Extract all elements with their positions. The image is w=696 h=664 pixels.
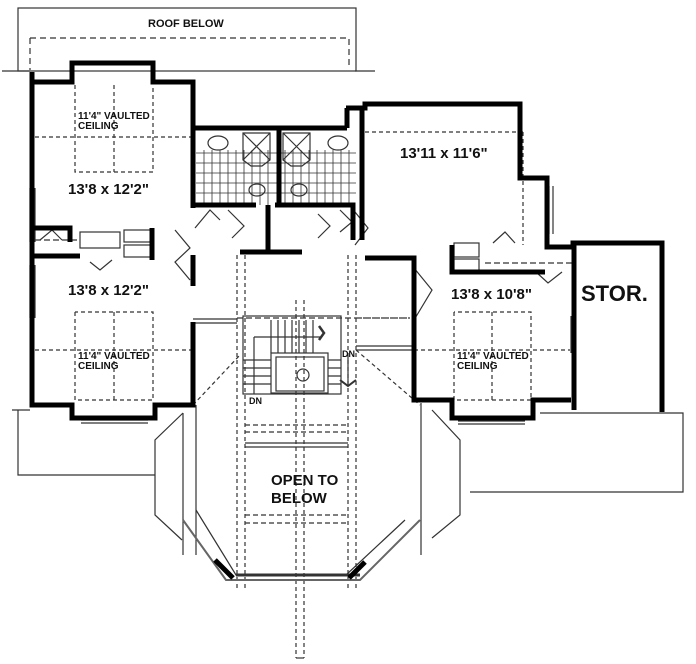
stairs-down-label-right: DN — [342, 349, 355, 359]
open-to-below-label: OPEN TO BELOW — [271, 472, 339, 507]
storage-label: STOR. — [581, 281, 648, 306]
roof-below-outline — [17, 7, 357, 72]
room-dimension-ne: 13'11 x 11'6" — [400, 145, 488, 162]
room-dimension-se: 13'8 x 10'8" — [451, 286, 532, 303]
vaulted-ceiling-label-sw: 11'4" VAULTED CEILING — [78, 351, 150, 372]
vaulted-ceiling-label-nw: 11'4" VAULTED CEILING — [78, 111, 150, 132]
vaulted-ceiling-label-se: 11'4" VAULTED CEILING — [457, 351, 529, 372]
room-dimension-nw: 13'8 x 12'2" — [68, 181, 149, 198]
stairs-down-label-left: DN — [249, 396, 262, 406]
room-dimension-sw: 13'8 x 12'2" — [68, 282, 149, 299]
roof-below-label: ROOF BELOW — [148, 18, 224, 30]
